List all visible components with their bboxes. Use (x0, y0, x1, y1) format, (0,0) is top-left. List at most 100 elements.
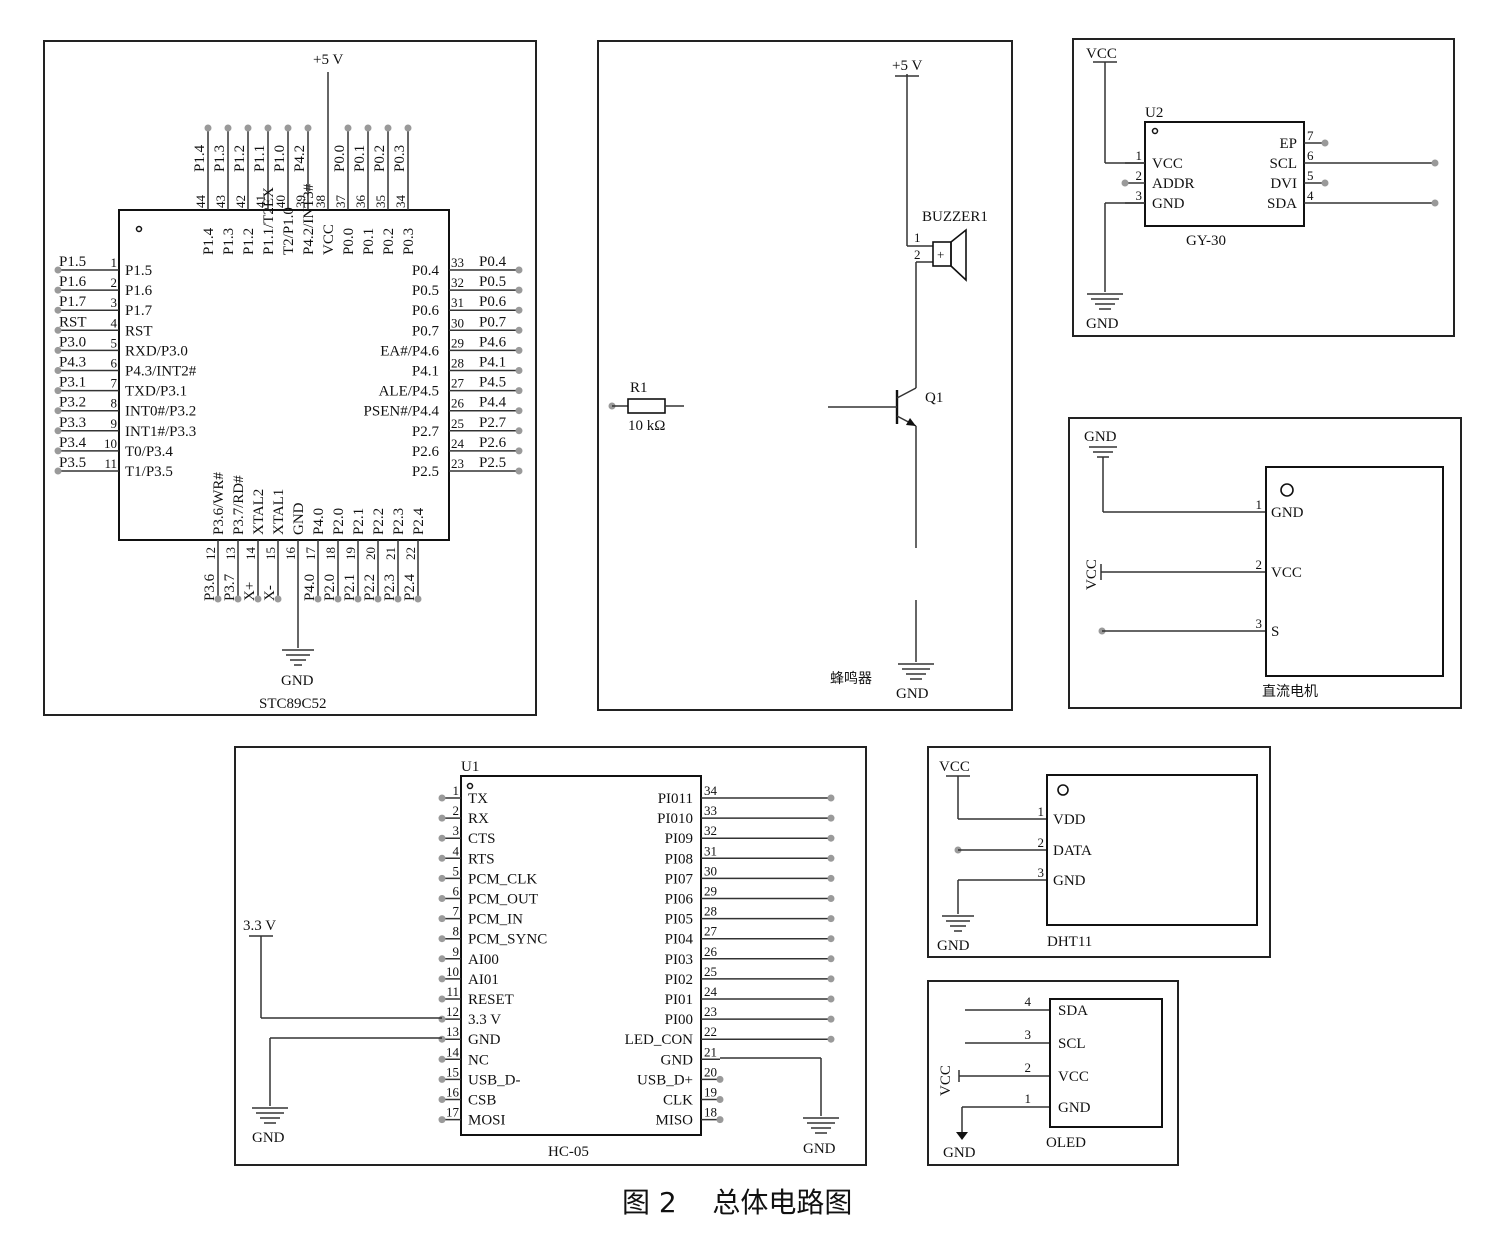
mcu-left-outer-label: P3.5 (59, 455, 86, 471)
mcu-right-inner-label: EA#/P4.6 (380, 343, 439, 359)
dht11-pin-number: 2 (1038, 835, 1045, 850)
mcu-bottom-outer-label: P2.1 (342, 574, 358, 601)
mcu-vcc-label: +5 V (313, 52, 343, 68)
gy30-left-pin-number: 3 (1136, 188, 1143, 203)
hc05-right-pin-number: 22 (704, 1024, 717, 1039)
mcu-top-pin-number: 34 (393, 195, 408, 209)
hc05-name: HC-05 (548, 1144, 589, 1160)
mcu-left-inner-label: RST (125, 323, 153, 339)
mcu-right-inner-label: P0.4 (412, 263, 440, 279)
mcu-top-pin-number: 37 (333, 195, 348, 209)
mcu-right-pin-number: 23 (451, 456, 464, 471)
hc05-right-pin-number: 31 (704, 843, 717, 858)
hc05-left-pin-number: 6 (453, 884, 460, 899)
mcu-top-outer-label: P1.0 (272, 145, 288, 172)
motor-pin-number: 1 (1256, 497, 1263, 512)
mcu-left-pin-number: 6 (111, 356, 118, 371)
gy30-panel: VCC GND U2 GY-30 1VCC2ADDR3GND7EP6SCL5DV… (1072, 38, 1455, 337)
hc05-right-pin-number: 21 (704, 1044, 717, 1059)
gy30-left-pin-label: GND (1152, 196, 1185, 212)
dht11-body (1046, 774, 1258, 926)
hc05-3v3-label: 3.3 V (243, 918, 276, 934)
dht11-pin-number: 3 (1038, 865, 1045, 880)
r1-label: R1 (630, 380, 648, 396)
mcu-left-pin-number: 7 (111, 376, 118, 391)
mcu-bottom-inner-label: P3.6/WR# (211, 472, 227, 535)
hc05-right-pin-number: 18 (704, 1105, 717, 1120)
buzzer-panel: +5 V 1 2 + BUZZER1 Q1 GND 蜂鸣器 (597, 40, 1013, 711)
dht11-pin-number: 1 (1038, 804, 1045, 819)
mcu-right-outer-label: P4.6 (479, 334, 507, 350)
mcu-bottom-inner-label: P2.2 (371, 508, 387, 535)
mcu-top-inner-label: P4.2/INT3# (301, 183, 317, 255)
hc05-left-pin-number: 15 (446, 1064, 459, 1079)
oled-pin-label: SDA (1058, 1003, 1088, 1019)
hc05-left-pin-label: PCM_CLK (468, 871, 537, 887)
gy30-right-pin-label: EP (1279, 136, 1297, 152)
mcu-bottom-pin-number: 13 (223, 547, 238, 560)
hc05-right-pin-number: 27 (704, 924, 718, 939)
mcu-left-inner-label: P1.6 (125, 283, 153, 299)
buzzer-vcc-label: +5 V (892, 58, 922, 74)
hc05-left-pin-label: MOSI (468, 1113, 506, 1129)
mcu-bottom-outer-label: P4.0 (302, 574, 318, 601)
mcu-top-outer-label: P4.2 (292, 145, 308, 172)
motor-pin-label: S (1271, 624, 1279, 640)
mcu-right-pin-number: 25 (451, 416, 464, 431)
hc05-right-pin-number: 24 (704, 984, 718, 999)
hc05-right-pin-label: MISO (655, 1113, 693, 1129)
hc05-right-pin-label: PI07 (665, 871, 694, 887)
hc05-gnd-right-label: GND (803, 1141, 836, 1157)
hc05-left-pin-label: AI01 (468, 972, 499, 988)
mcu-top-outer-label: P0.2 (372, 145, 388, 172)
gy30-right-pin-number: 7 (1307, 128, 1314, 143)
mcu-left-outer-label: P1.5 (59, 254, 86, 270)
mcu-right-outer-label: P2.7 (479, 415, 507, 431)
gy30-right-pin-number: 5 (1307, 168, 1314, 183)
mcu-right-pin-number: 33 (451, 255, 464, 270)
mcu-right-inner-label: P0.7 (412, 323, 440, 339)
hc05-left-pin-label: CTS (468, 831, 496, 847)
hc05-left-pin-label: USB_D- (468, 1072, 521, 1088)
hc05-left-pin-label: RX (468, 811, 489, 827)
gy30-left-pin-label: ADDR (1152, 176, 1195, 192)
hc05-right-pin-label: PI05 (665, 912, 693, 928)
oled-pin-number: 2 (1025, 1060, 1032, 1075)
mcu-top-inner-label: T2/P1.0 (281, 207, 297, 255)
mcu-top-inner-label: P0.0 (341, 228, 357, 255)
hc05-right-pin-number: 19 (704, 1085, 717, 1100)
mcu-bottom-outer-label: P2.4 (402, 573, 418, 601)
mcu-left-inner-label: P4.3/INT2# (125, 364, 197, 380)
mcu-right-inner-label: P4.1 (412, 364, 439, 380)
mcu-right-inner-label: P0.5 (412, 283, 439, 299)
mcu-bottom-pin-number: 14 (243, 547, 258, 561)
hc05-right-pin-label: PI00 (665, 1012, 693, 1028)
mcu-right-pin-number: 26 (451, 396, 465, 411)
motor-vcc-label: VCC (1084, 559, 1100, 590)
mcu-bottom-outer-label: X+ (242, 582, 258, 601)
mcu-left-outer-label: P3.3 (59, 415, 86, 431)
hc05-left-pin-number: 11 (446, 984, 459, 999)
motor-pin-label: GND (1271, 505, 1304, 521)
hc05-left-pin-number: 7 (453, 904, 460, 919)
hc05-left-pin-label: TX (468, 791, 488, 807)
hc05-left-pin-number: 16 (446, 1085, 460, 1100)
mcu-top-inner-label: P1.1/T2EX (261, 187, 277, 255)
mcu-top-inner-label: P1.4 (201, 227, 217, 255)
mcu-top-outer-label: P0.3 (392, 145, 408, 172)
hc05-left-pin-label: PCM_IN (468, 912, 523, 928)
mcu-bottom-pin-number: 12 (203, 547, 218, 560)
mcu-left-inner-label: T1/P3.5 (125, 464, 173, 480)
hc05-left-pin-number: 12 (446, 1004, 459, 1019)
mcu-left-pin-number: 2 (111, 275, 118, 290)
mcu-right-inner-label: ALE/P4.5 (379, 384, 439, 400)
mcu-bottom-outer-label: P3.6 (202, 573, 218, 601)
hc05-right-pin-label: PI010 (657, 811, 693, 827)
hc05-left-pin-number: 3 (453, 823, 460, 838)
mcu-top-pin-number: 42 (233, 195, 248, 208)
